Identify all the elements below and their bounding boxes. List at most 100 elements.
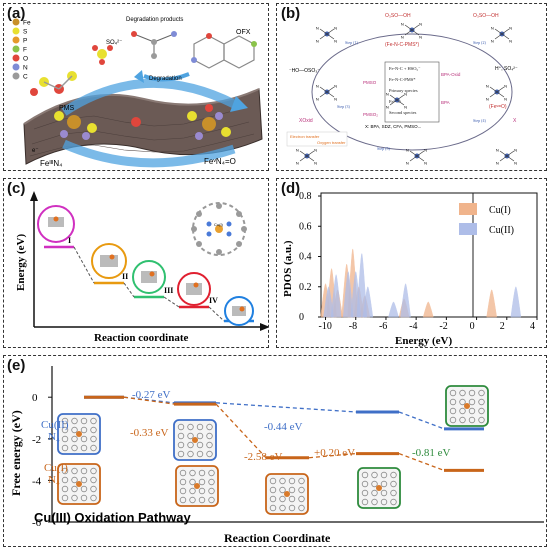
- svg-text:N: N: [314, 161, 317, 166]
- structure-thumbnail: [357, 467, 401, 509]
- svg-text:N: N: [316, 26, 319, 31]
- svg-text:N: N: [334, 26, 337, 31]
- legend-text-p: P: [23, 38, 27, 45]
- legend-text-o: O: [23, 56, 28, 63]
- panel-b-mechanism: Fe-N-C + HSO₅⁻Fe-N-C-PMS*Primary species…: [286, 13, 518, 166]
- legend-swatch-cu1: [459, 203, 477, 215]
- svg-text:N: N: [424, 148, 427, 153]
- structure-thumbnail: [175, 465, 219, 507]
- structure-thumbnail: [445, 385, 489, 427]
- pdos-ytick: 0.8: [299, 191, 312, 202]
- svg-text:N: N: [486, 84, 489, 89]
- pdos-xtick: 0: [470, 321, 475, 332]
- state-i-label: I: [68, 236, 71, 245]
- svg-text:N: N: [419, 22, 422, 27]
- svg-text:N: N: [401, 22, 404, 27]
- pmso2-label: PMSO₂: [363, 112, 378, 117]
- svg-text:N: N: [514, 161, 517, 166]
- structure-thumbnail: [57, 413, 101, 455]
- legend-text-f: F: [23, 47, 27, 54]
- fe-n4-unit: N N N N: [316, 84, 337, 102]
- top-complex-label: (Fe-N-C-PMS*): [385, 42, 419, 48]
- o3so-oh-right: O₃SO—OH: [473, 13, 499, 19]
- step-label: Step (1): [345, 40, 358, 45]
- svg-text:N: N: [334, 97, 337, 102]
- cu2-peak: [330, 274, 342, 318]
- legend-text-c: C: [23, 74, 28, 81]
- fe-o-label: (Feᵛ=O): [489, 104, 507, 110]
- svg-text:N: N: [296, 148, 299, 153]
- cu-structure: Cu(I): [191, 202, 247, 256]
- svg-text:N: N: [401, 35, 404, 40]
- legend-dot-n: [12, 63, 20, 71]
- energy-annotation: -0.44 eV: [264, 421, 303, 433]
- oxygen-transfer-label: Oxygen transfer: [317, 140, 346, 145]
- pdos-xtick: -10: [319, 321, 332, 332]
- ofx-label: OFX: [236, 29, 251, 36]
- legend-text-s: S: [23, 29, 28, 36]
- legend-dot-f: [12, 45, 20, 53]
- cu-center-label: Cu(I): [214, 222, 224, 227]
- svg-text:N: N: [491, 39, 494, 44]
- panel-c: (c) Energy (eV) Reaction coordinate I II…: [3, 178, 269, 348]
- pdos-xtick: -4: [409, 321, 417, 332]
- svg-text:N: N: [316, 39, 319, 44]
- svg-text:N: N: [334, 84, 337, 89]
- svg-text:N: N: [424, 161, 427, 166]
- cu2-peak: [510, 286, 522, 318]
- svg-text:N: N: [404, 92, 407, 97]
- pdos-ytick: 0: [299, 312, 304, 323]
- panel-c-diagram: Energy (eV) Reaction coordinate I II III…: [15, 191, 268, 344]
- panel-b-label: (b): [281, 5, 301, 22]
- pdos-ylabel: PDOS (a.u.): [282, 240, 294, 297]
- state-iv-label: IV: [209, 296, 218, 305]
- energy-annotation: +0.20 eV: [314, 447, 355, 459]
- panel-e-label: (e): [7, 357, 26, 374]
- cu2-peak: [362, 286, 374, 318]
- svg-text:N: N: [316, 97, 319, 102]
- svg-text:N: N: [334, 39, 337, 44]
- pdos-ytick: 0.6: [299, 221, 312, 232]
- cu2-peak: [400, 283, 411, 318]
- svg-text:N: N: [509, 39, 512, 44]
- electron-label: e⁻: [32, 148, 39, 154]
- svg-text:N: N: [486, 97, 489, 102]
- free-energy-ytick: 0: [32, 392, 38, 404]
- svg-text:N: N: [406, 161, 409, 166]
- ho-oso3-label: ⁻HO—OSO₃⁻: [289, 68, 320, 74]
- free-energy-ytick: -4: [32, 475, 42, 487]
- fe-n4-unit: N N N N: [486, 84, 507, 102]
- pdos-ytick: 0.2: [299, 282, 312, 293]
- fe-n4-unit: N N N N: [316, 26, 337, 44]
- cu2-peak: [356, 253, 368, 318]
- svg-text:N: N: [496, 148, 499, 153]
- energy-annotation: -0.81 eV: [412, 447, 451, 459]
- step-label: Step (5): [377, 146, 390, 151]
- degradation-label: Degradation: [149, 76, 182, 82]
- panel-d-label: (d): [281, 180, 301, 197]
- pdos-xtick: -8: [349, 321, 357, 332]
- x-list-label: X: BPA, SDZ, CFA, PMSO...: [365, 124, 421, 129]
- legend-dot-c: [12, 72, 20, 80]
- svg-text:N: N: [316, 84, 319, 89]
- pms-label: PMS: [59, 105, 75, 112]
- svg-text:N: N: [496, 161, 499, 166]
- svg-text:N: N: [314, 148, 317, 153]
- legend-text-fe: Fe: [23, 20, 31, 27]
- step-label: Step (4): [473, 118, 486, 123]
- cu2-peak: [342, 271, 354, 318]
- svg-text:N: N: [491, 26, 494, 31]
- cu1-peak: [422, 301, 434, 318]
- svg-text:N: N: [504, 97, 507, 102]
- svg-text:N: N: [504, 84, 507, 89]
- structure-thumbnail: [265, 473, 309, 515]
- legend-swatch-cu2: [459, 223, 477, 235]
- center-line-5: Second species: [389, 110, 417, 115]
